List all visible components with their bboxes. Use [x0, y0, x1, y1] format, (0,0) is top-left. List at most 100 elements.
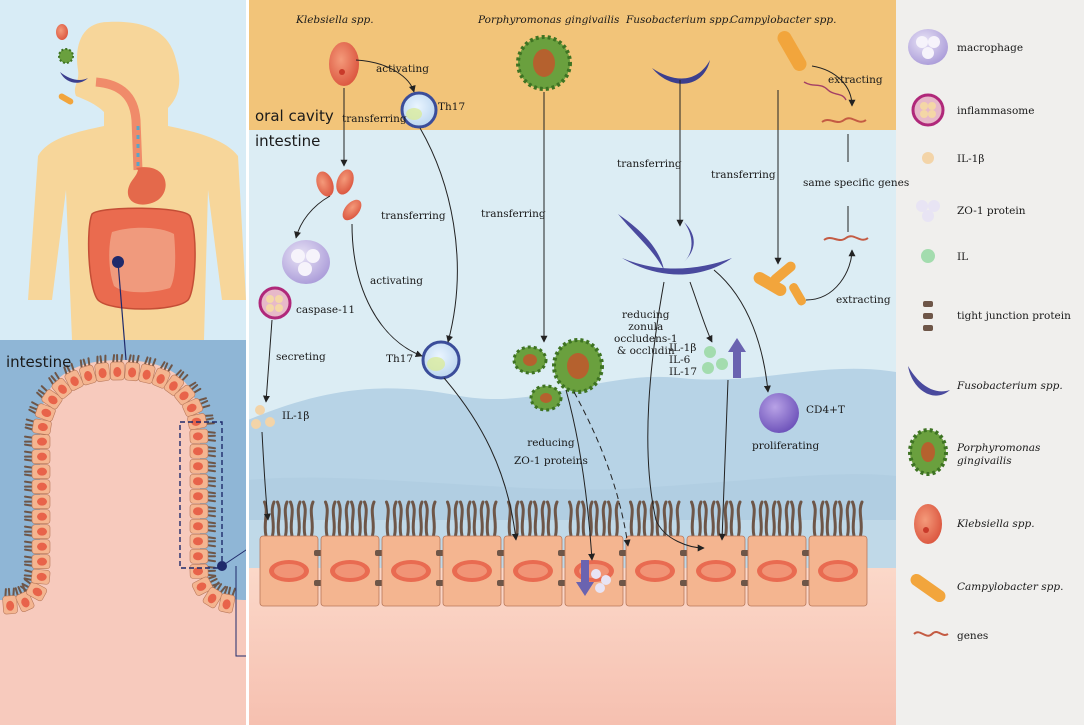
- fusobacterium-top: [652, 60, 710, 84]
- macrophage-cell: [282, 240, 330, 284]
- legend-label-il1b: IL-1β: [957, 153, 985, 165]
- villus-cell: [2, 587, 18, 615]
- label-cytokines: IL-1β IL-6 IL-17: [669, 342, 698, 379]
- label-il1b: IL-1β: [282, 410, 310, 422]
- legend-il1b-icon: [922, 152, 934, 164]
- epithelial-cell: [259, 500, 324, 607]
- oral-cavity-label: oral cavity: [255, 107, 334, 125]
- villus-cell: [189, 548, 216, 564]
- villus-cell: [36, 385, 63, 410]
- villus-cell: [20, 578, 48, 602]
- villus-cell: [182, 397, 211, 417]
- mini-porphyromonas: [58, 48, 74, 64]
- legend-label-fusobacterium: Fusobacterium spp.: [957, 380, 1063, 392]
- villus-cell: [24, 449, 51, 464]
- villus-cell: [109, 353, 125, 381]
- label-proliferating: proliferating: [752, 440, 820, 452]
- label-extracting-bottom: extracting: [836, 294, 891, 306]
- cd4-t-cell: [759, 393, 799, 433]
- legend-label-inflammasome: inflammasome: [957, 105, 1035, 117]
- legend-label-zo1: ZO-1 protein: [957, 205, 1026, 217]
- villus-cell: [174, 381, 202, 406]
- villus-cell: [163, 369, 189, 396]
- villus-cell: [24, 554, 51, 569]
- title-porphyromonas: Porphyromonas gingivailis: [478, 14, 620, 26]
- epithelial-cell: [381, 500, 446, 607]
- villus-cell: [189, 563, 217, 579]
- label-transferring-fuso: transferring: [617, 158, 682, 170]
- villus-cell: [28, 401, 56, 422]
- label-th17-top: Th17: [438, 101, 466, 113]
- villus-cell: [24, 464, 51, 479]
- villus-cell: [189, 518, 216, 534]
- label-transferring-kleb: transferring: [342, 113, 407, 125]
- villus-cell: [79, 357, 97, 386]
- villus: [0, 353, 260, 725]
- human-body: [28, 21, 246, 361]
- decrease-arrow-icon: [576, 560, 594, 596]
- legend-genes-icon: [913, 631, 949, 637]
- label-caspase: caspase-11: [296, 304, 356, 316]
- zoom-box: [179, 421, 223, 569]
- legend-macrophage-icon: [908, 29, 948, 65]
- villus-cell: [24, 524, 51, 539]
- il1b-particles: [251, 405, 275, 429]
- il-particles: [702, 346, 728, 374]
- villus-cell: [138, 356, 157, 384]
- label-activating-mid: activating: [370, 275, 423, 287]
- legend-campylobacter-icon: [910, 573, 946, 603]
- legend-il-icon: [921, 249, 935, 263]
- label-reducing-zo1: reducing ZO-1 proteins: [514, 437, 588, 468]
- mini-fusobacterium: [60, 72, 88, 83]
- increase-arrow-icon: [728, 338, 746, 378]
- villus-cell: [189, 428, 217, 444]
- legend-porphyromonas-icon: [908, 428, 948, 476]
- title-klebsiella: Klebsiella spp.: [296, 14, 374, 26]
- villus-cell: [24, 434, 51, 449]
- klebsiella-cluster: [316, 169, 362, 221]
- th17-cell-bottom: [421, 340, 461, 380]
- villus-cell: [189, 503, 216, 519]
- villus-cell: [189, 473, 216, 489]
- villus-cell: [189, 488, 216, 504]
- villus-cell: [124, 354, 141, 382]
- label-transferring-pg: transferring: [481, 208, 546, 220]
- villus-cell: [14, 583, 35, 613]
- label-reducing-zonula: reducing zonula occludens-1 & occludin: [614, 309, 678, 358]
- villus-cell: [63, 362, 84, 391]
- villus-cell: [189, 443, 216, 459]
- villus-cell: [189, 458, 216, 474]
- inflammasome-cell: [258, 286, 292, 320]
- left-panel: [0, 0, 260, 725]
- legend-tight-junction-icon: [923, 301, 933, 331]
- porphyromonas-cluster: [512, 338, 604, 412]
- title-fusobacterium: Fusobacterium spp.: [626, 14, 732, 26]
- epithelial-cell: [625, 500, 690, 607]
- epithelial-cell: [442, 500, 507, 607]
- epithelial-cell: [747, 500, 812, 607]
- label-cd4: CD4+T: [806, 404, 845, 416]
- legend-label-il: IL: [957, 251, 969, 263]
- th17-cell-top: [400, 91, 438, 129]
- label-extracting-top: extracting: [828, 74, 883, 86]
- mini-campylobacter: [58, 93, 74, 105]
- epithelial-cell: [320, 500, 385, 607]
- label-transferring-campy: transferring: [711, 169, 776, 181]
- legend-inflammasome-icon: [911, 93, 945, 127]
- label-th17-bottom: Th17: [386, 353, 414, 365]
- epithelial-cell: [503, 500, 568, 607]
- epithelial-cell: [686, 500, 751, 607]
- villus-cell: [24, 494, 51, 509]
- campylobacter-top: [777, 31, 847, 101]
- villus-cell: [151, 361, 173, 389]
- villus-cell: [24, 418, 52, 435]
- label-transferring-th17: transferring: [381, 210, 446, 222]
- legend-label-genes: genes: [957, 630, 989, 642]
- porphyromonas-top: [516, 35, 572, 91]
- left-intestine-title: intestine: [6, 353, 72, 371]
- legend-icons: [908, 29, 950, 637]
- legend-label-tight-junction: tight junction protein: [957, 310, 1071, 322]
- genes-top: [821, 117, 867, 123]
